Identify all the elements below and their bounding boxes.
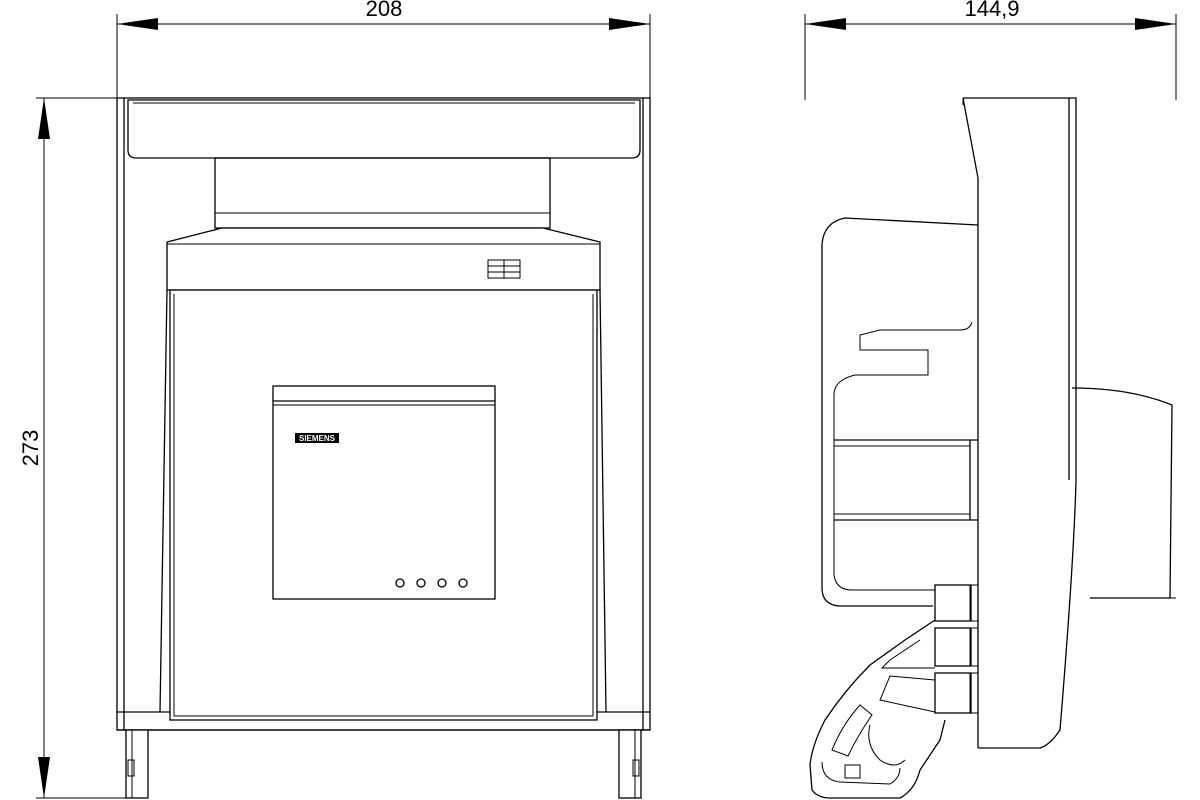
side-view (809, 97, 1176, 799)
brand-logo: SIEMENS (295, 433, 339, 443)
dimension-height: 273 (18, 97, 135, 799)
arrow-left-icon (805, 18, 846, 30)
indicator-led-3-icon (437, 578, 447, 588)
neck (214, 157, 551, 229)
arrow-right-icon (609, 18, 650, 30)
dimension-label-height: 273 (18, 430, 43, 467)
top-cover (127, 99, 641, 159)
arrow-down-icon (38, 757, 50, 798)
right-foot (618, 729, 642, 799)
indicator-led-1-icon (395, 578, 405, 588)
arrow-right-icon (1135, 18, 1176, 30)
back-plate (962, 97, 1077, 749)
side-body (821, 217, 979, 607)
switch-symbol-icon (487, 259, 521, 279)
dimension-label-width: 208 (366, 0, 403, 21)
upper-body (166, 227, 601, 291)
dimension-depth-side: 144,9 (804, 0, 1177, 100)
arrow-up-icon (38, 98, 50, 139)
arrow-left-icon (117, 18, 158, 30)
terminal-blocks (934, 584, 979, 714)
dimension-width-front: 208 (116, 0, 651, 100)
rail-clip (809, 619, 946, 799)
dimension-label-depth: 144,9 (964, 0, 1019, 21)
left-foot (125, 729, 149, 799)
side-cover (1071, 387, 1176, 599)
indicator-led-4-icon (458, 578, 468, 588)
brand-label: SIEMENS (299, 434, 336, 443)
indicator-led-2-icon (416, 578, 426, 588)
front-view: SIEMENS (116, 97, 651, 799)
device-module: SIEMENS (272, 385, 496, 600)
